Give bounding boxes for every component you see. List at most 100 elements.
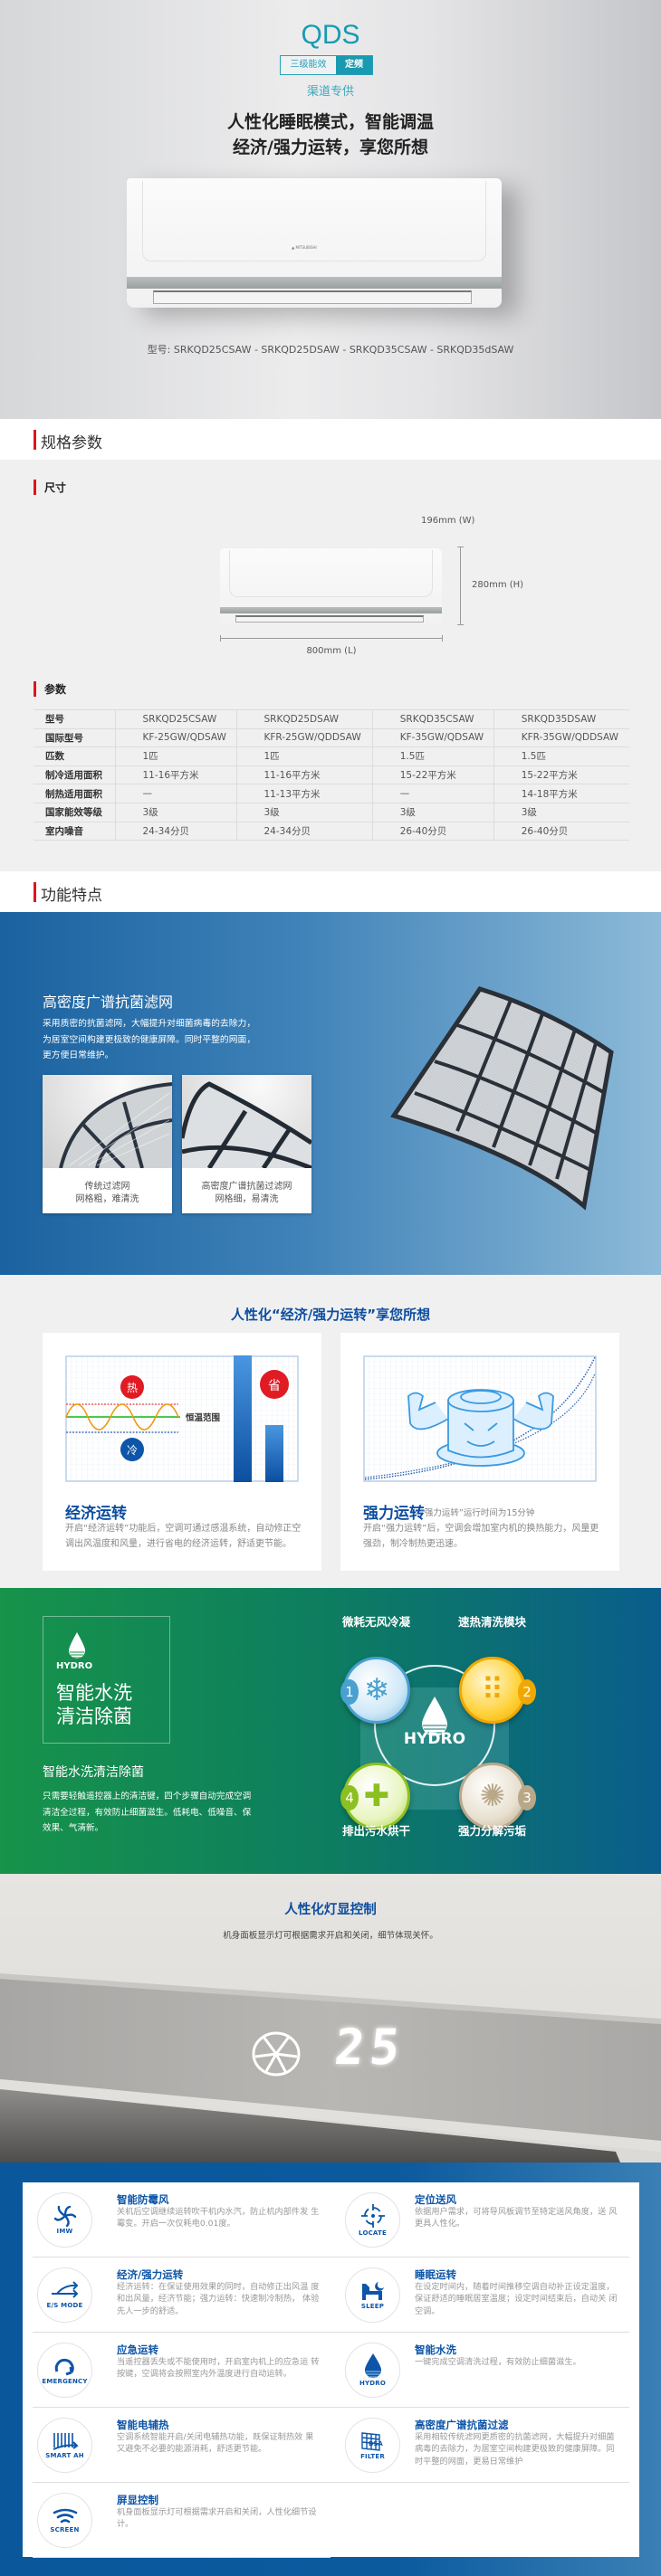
fixed-frequency-badge: 定频 bbox=[336, 56, 372, 74]
row-label: 国际型号 bbox=[34, 727, 115, 748]
table-cell: 3级 bbox=[493, 802, 629, 822]
hydro-badge-text: HYDRO bbox=[56, 1661, 93, 1671]
icon-label: SCREEN bbox=[50, 2526, 80, 2533]
table-cell: 3级 bbox=[114, 802, 236, 822]
table-cell: 1匹 bbox=[114, 746, 236, 766]
feature-title: 定位送风 bbox=[415, 2193, 456, 2206]
table-cell: 24-34分贝 bbox=[114, 821, 236, 841]
dimension-ac-image bbox=[220, 548, 442, 625]
screen-icon: SCREEN bbox=[37, 2493, 92, 2548]
svg-text:冷: 冷 bbox=[127, 1444, 138, 1457]
feature-desc: 采用相较传统滤网更质密的抗菌滤网，大幅提升对细菌 病毒的去除力，为居室空间构建更… bbox=[415, 2432, 615, 2467]
feature-title: 睡眠运转 bbox=[415, 2268, 456, 2281]
hydro-step-label: 排出污水烘干 bbox=[342, 1824, 411, 1838]
feature-desc: 经济运转：在保证使用效果的同时，自动修正出风温 度和出风量，经济节能；强力运转：… bbox=[117, 2282, 320, 2316]
table-cell: 14-18平方米 bbox=[493, 784, 629, 803]
svg-text:BSA: BSA bbox=[369, 2440, 383, 2448]
filter-mesh-image bbox=[390, 986, 614, 1211]
hydro-step-label: 速热清洗模块 bbox=[458, 1615, 527, 1629]
display-title: 人性化灯显控制 bbox=[284, 1903, 377, 1917]
feature-desc: 当遥控器丢失或不能使用时，开启室内机上的应急运 转按键，空调将会按照室内外温度进… bbox=[117, 2357, 320, 2380]
hydro-subtitle: 智能水洗清洁除菌 bbox=[43, 1765, 144, 1780]
feature-title: 智能电辅热 bbox=[117, 2419, 169, 2431]
badge-group: 三级能效 定频 bbox=[280, 55, 373, 75]
features-title: 功能特点 bbox=[41, 887, 102, 905]
table-cell: 11-13平方米 bbox=[235, 784, 373, 803]
table-cell: SRKQD25DSAW bbox=[235, 709, 373, 729]
feature-desc: 机身面板显示灯可根据需求开启和关闭，人性化细节设计。 bbox=[117, 2507, 317, 2530]
row-label: 制冷适用面积 bbox=[34, 765, 115, 785]
feature-title: 高密度广谱抗菌过滤 bbox=[415, 2419, 509, 2431]
series-name: QDS bbox=[301, 20, 360, 50]
low-usage-bar bbox=[265, 1425, 283, 1482]
table-cell: 1匹 bbox=[235, 746, 373, 766]
model-list: 型号: SRKQD25CSAW - SRKQD25DSAW - SRKQD35C… bbox=[147, 344, 514, 356]
table-cell: 26-40分贝 bbox=[371, 821, 494, 841]
temperature-display: 25 bbox=[331, 2019, 408, 2076]
economy-chart: 热 冷 省 恒温范围 bbox=[65, 1355, 299, 1482]
hydro-center-drop-icon bbox=[422, 1697, 447, 1737]
save-indicator-icon bbox=[260, 1370, 289, 1399]
emergency-icon: EMERGENCY bbox=[37, 2343, 92, 2398]
power-illustration bbox=[363, 1355, 597, 1482]
headline-line-1: 人性化睡眠模式，智能调温 bbox=[226, 112, 434, 132]
length-dimension-line bbox=[220, 638, 443, 639]
hydro-box: HYDRO 智能水洗 清洁除菌 bbox=[43, 1616, 170, 1744]
table-cell: KF-35GW/QDSAW bbox=[371, 727, 494, 748]
water-drop-icon bbox=[69, 1632, 85, 1659]
table-cell: 1.5匹 bbox=[493, 746, 629, 766]
step-number: 3 bbox=[518, 1785, 536, 1811]
specs-header: 规格参数 bbox=[0, 419, 661, 460]
energy-badge: 三级能效 bbox=[281, 56, 336, 74]
channel-label: 渠道专供 bbox=[306, 85, 354, 99]
power-card: 强力运转 “强力运转”运行时间为15分钟 开启“强力运转”后，空调会增加室内机的… bbox=[340, 1333, 619, 1571]
economy-title: 经济运转 bbox=[65, 1505, 127, 1523]
hydro-icon: HYDRO bbox=[345, 2343, 400, 2398]
feature-title: 智能防霉风 bbox=[117, 2193, 169, 2206]
table-cell: 1.5匹 bbox=[371, 746, 494, 766]
svg-text:热: 热 bbox=[127, 1382, 138, 1394]
hot-indicator-icon bbox=[120, 1375, 144, 1399]
table-cell: KFR-35GW/QDDSAW bbox=[493, 727, 629, 748]
table-cell: KF-25GW/QDSAW bbox=[114, 727, 236, 748]
economy-card: 热 冷 省 恒温范围 经济运转 开启“经济运转”功能后，空调可通过感温系统，自动… bbox=[43, 1333, 321, 1571]
icon-label: EMERGENCY bbox=[42, 2378, 88, 2385]
headline-line-2: 经济/强力运转，享您所想 bbox=[233, 138, 428, 157]
esmode-icon: E/S MODE bbox=[37, 2267, 92, 2323]
hydro-cycle-ring bbox=[374, 1665, 495, 1786]
table-cell: 26-40分贝 bbox=[493, 821, 629, 841]
high-usage-bar bbox=[234, 1355, 252, 1482]
hydro-step-1-icon: ❄1 bbox=[340, 1657, 410, 1724]
specs-title: 规格参数 bbox=[41, 434, 102, 452]
row-label: 制热适用面积 bbox=[34, 784, 115, 803]
hydro-section: HYDRO 智能水洗 清洁除菌 智能水洗清洁除菌 只需要轻触遥控器上的清洁键，四… bbox=[0, 1588, 661, 1874]
svg-text:省: 省 bbox=[268, 1379, 281, 1393]
row-label: 匹数 bbox=[34, 746, 115, 766]
fan-icon bbox=[252, 2031, 301, 2077]
row-label: 国家能效等级 bbox=[34, 802, 115, 822]
feature-desc: 关机后空调继续运转吹干机内水汽，防止机内部件发 生霉变。开启一次仅耗电0.01度… bbox=[117, 2207, 320, 2229]
smartah-icon: SMART AH bbox=[37, 2418, 92, 2473]
table-cell: 11-16平方米 bbox=[235, 765, 373, 785]
traditional-filter-card: 传统过滤网 网格粗，难清洗 bbox=[43, 1075, 172, 1213]
economy-section-title: 人性化“经济/强力运转”享您所想 bbox=[230, 1307, 431, 1323]
table-cell: 3级 bbox=[371, 802, 494, 822]
row-label: 型号 bbox=[34, 709, 115, 729]
power-note: “强力运转”运行时间为15分钟 bbox=[420, 1508, 535, 1518]
feature-desc: 在设定时间内，随着时间推移空调自动补正设定温度， 保证舒适的睡眠居室温度；设定时… bbox=[415, 2282, 618, 2316]
filter-title: 高密度广谱抗菌滤网 bbox=[43, 993, 174, 1011]
display-section: 人性化灯显控制 机身面板显示灯可根据需求开启和关闭，细节体现关怀。 25 bbox=[0, 1874, 661, 2163]
table-row: 制热适用面积—11-13平方米—14-18平方米 bbox=[34, 784, 629, 803]
power-desc: 开启“强力运转”后，空调会增加室内机的换热能力，风量更强劲，制冷制热更迅速。 bbox=[363, 1524, 599, 1549]
feature-title: 经济/强力运转 bbox=[117, 2268, 184, 2281]
table-cell: 15-22平方米 bbox=[493, 765, 629, 785]
